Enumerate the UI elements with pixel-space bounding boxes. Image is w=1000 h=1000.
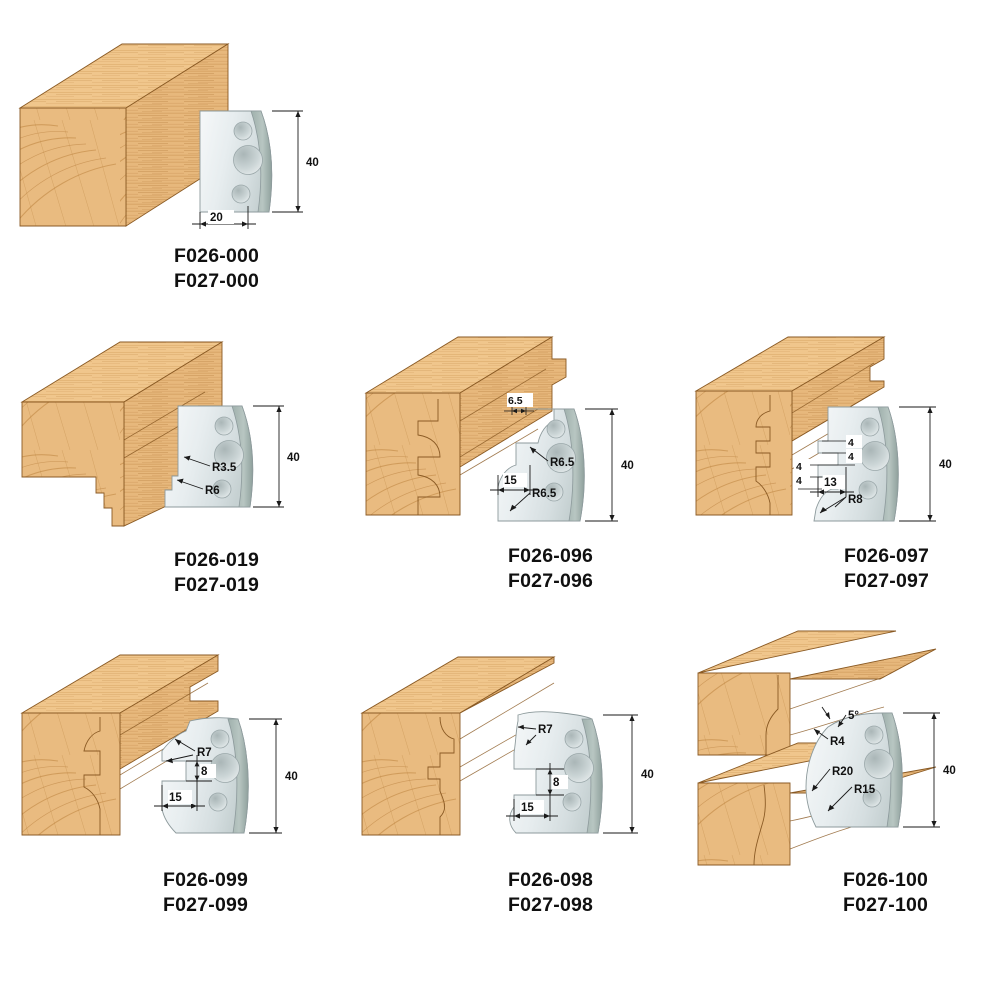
dimension-height-f026-019 [253,405,284,508]
dimension-groove-depth-f026-098 [506,799,558,821]
dimension-width-f026-096 [490,465,538,495]
leader-r6 [176,478,204,490]
dim-radius-value: R8 [848,494,863,506]
dim-radius-upper-value: R3.5 [212,462,237,474]
leader-r20 [811,768,831,792]
dim-top-step-value: 6.5 [508,395,523,407]
dimension-height-f026-096 [585,408,618,522]
dim-radius-lower-value: R6.5 [532,488,557,500]
leader-angle-5deg [821,706,847,728]
dim-height-value: 40 [287,452,300,464]
part-label-f026-019: F026-019 F027-019 [174,548,259,598]
leader-r65-lower [509,492,531,512]
leader-r35 [183,455,211,467]
leader-r7 [517,724,537,746]
part-label-f026-098: F026-098 F027-098 [508,868,593,918]
product-cell-f026-019: 40 R3.5 R6 [0,330,340,560]
part-number-primary: F026-096 [508,545,594,567]
part-number-secondary: F027-019 [174,574,260,596]
wood-sample-f026-100-upper [697,630,937,756]
product-cell-f026-100: 40 5° R4 R20 R15 [670,615,1000,880]
knife-blade-f026-019 [164,405,254,508]
dim-height-value: 40 [306,157,319,169]
part-number-secondary: F027-000 [174,270,260,292]
dimension-height-f026-100 [903,712,940,828]
part-label-f026-099: F026-099 F027-099 [163,868,248,918]
dim-height-value: 40 [285,771,298,783]
dim-slot-lower-2-value: 4 [796,475,802,487]
part-number-secondary: F027-097 [844,570,930,592]
dim-slot-lower-1-value: 4 [796,461,802,473]
wood-sample-f026-019 [20,341,224,527]
dimension-height-f026-098 [603,714,638,834]
part-label-f026-100: F026-100 F027-100 [843,868,928,918]
dim-radius-upper-value: R6.5 [550,457,575,469]
knife-blade-f026-098 [509,711,603,834]
dimension-tongue-thickness-f026-099 [186,755,212,787]
dim-height-value: 40 [939,459,952,471]
product-cell-f026-096: 6.5 40 R6.5 15 [340,325,680,565]
dim-tongue-length-value: 15 [169,792,182,804]
dim-radius-top-value: R4 [830,736,845,748]
knife-blade-f026-000 [199,110,273,213]
product-cell-f026-099: 40 R7 8 [0,635,340,875]
part-number-primary: F026-000 [174,245,260,267]
dimension-tongue-length-f026-097 [810,467,854,497]
knife-blade-f026-097 [813,406,899,522]
knife-blade-f026-100 [805,712,903,828]
dimension-tongue-length-f026-099 [154,785,205,811]
dim-height-value: 40 [621,460,634,472]
leader-r7 [165,738,196,764]
dim-slot-upper-2-value: 4 [848,451,854,463]
dim-tongue-length-value: 13 [824,477,837,489]
part-number-primary: F026-098 [508,869,594,891]
dim-radius-value: R7 [197,747,212,759]
part-number-primary: F026-097 [844,545,930,567]
dim-radius-value: R7 [538,724,553,736]
dim-angle-value: 5° [848,710,859,722]
leader-r4 [813,728,829,740]
wood-sample-f026-000 [18,43,230,227]
part-label-f026-097: F026-097 F027-097 [844,544,929,594]
leader-r15 [827,786,853,812]
product-cell-f026-097: 40 4 4 4 4 13 [670,325,1000,565]
dim-height-value: 40 [943,765,956,777]
dimension-height-f026-097 [899,406,936,522]
dimension-height-f026-099 [249,718,282,834]
leader-r8 [819,496,847,514]
part-number-secondary: F027-096 [508,570,594,592]
wood-sample-f026-098 [360,656,556,836]
product-cell-f026-000: 40 20 [0,0,340,310]
dim-radius-low-value: R15 [854,784,876,796]
dim-groove-thickness-value: 8 [553,777,560,789]
dimension-height-f026-000 [272,110,303,213]
dim-width-value: 20 [210,212,223,224]
part-number-secondary: F027-099 [163,894,249,916]
wood-sample-f026-099 [20,654,220,836]
part-label-f026-000: F026-000 F027-000 [174,244,259,294]
part-number-primary: F026-099 [163,869,249,891]
part-number-secondary: F027-098 [508,894,594,916]
dim-tongue-thickness-value: 8 [201,766,208,778]
dim-width-step-value: 15 [504,475,517,487]
dimension-groove-thickness-f026-098 [536,763,564,801]
part-label-f026-096: F026-096 F027-096 [508,544,593,594]
dim-slot-upper-1-value: 4 [848,437,854,449]
part-number-secondary: F027-100 [843,894,929,916]
product-cell-f026-098: 40 R7 8 15 [340,635,680,875]
knife-blade-f026-096 [497,408,585,522]
part-number-primary: F026-100 [843,869,929,891]
dim-radius-lower-value: R6 [205,485,220,497]
dim-radius-mid-value: R20 [832,766,853,778]
dim-groove-depth-value: 15 [521,802,534,814]
part-number-primary: F026-019 [174,549,260,571]
leader-r65-upper [529,446,549,462]
dim-height-value: 40 [641,769,654,781]
